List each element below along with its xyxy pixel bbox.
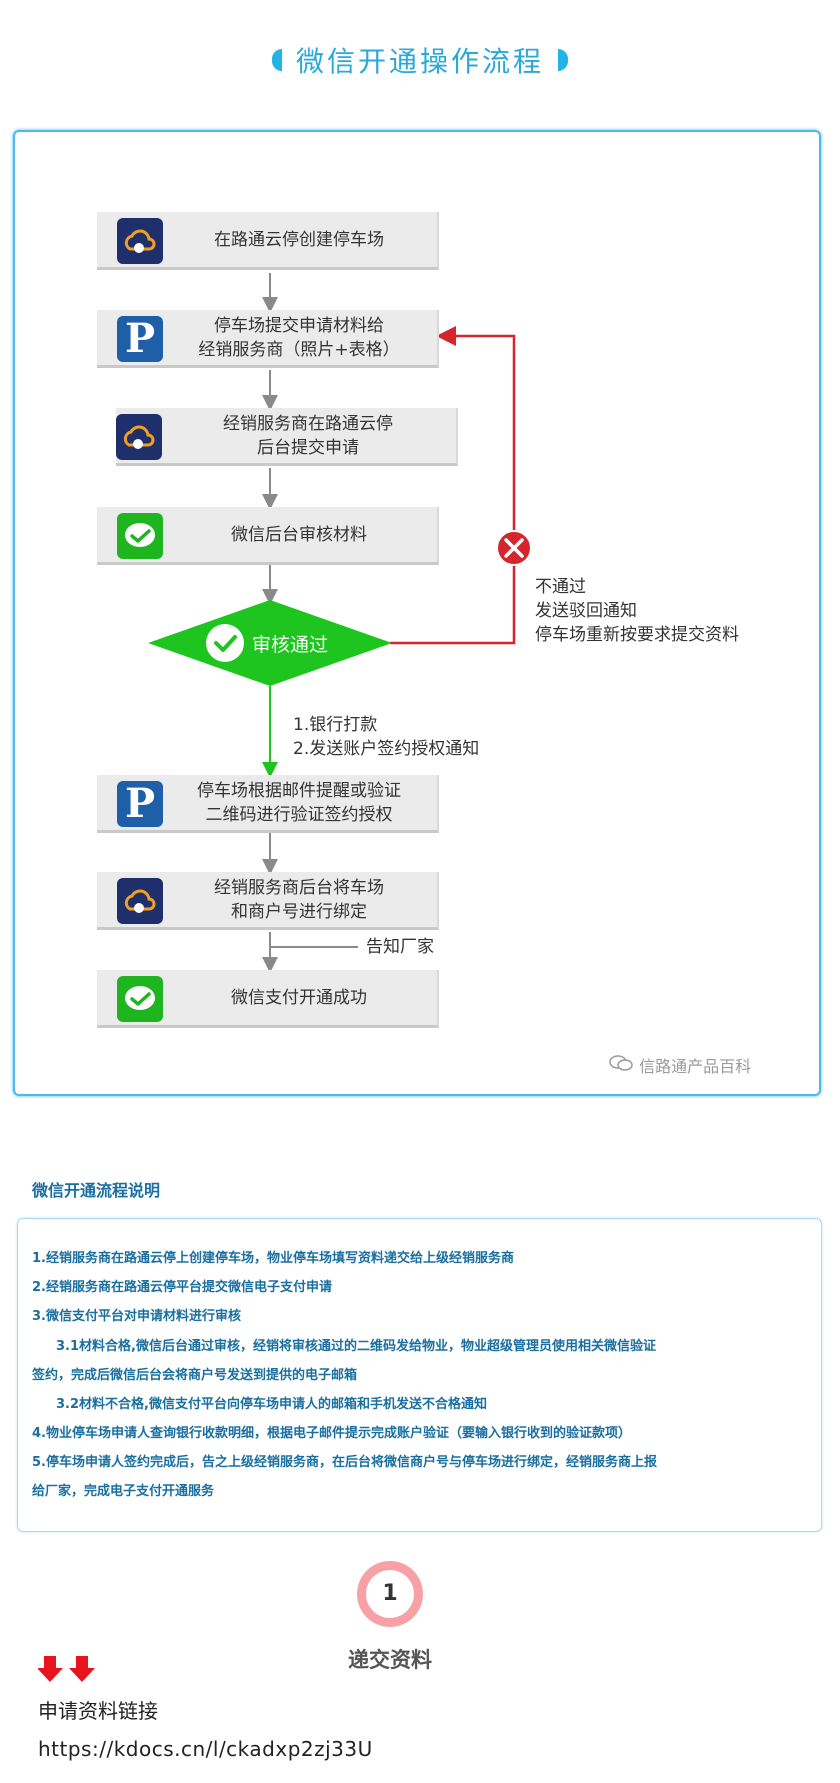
flow-step-label: 停车场提交申请材料给 经销服务商（照片+表格） <box>198 315 400 360</box>
description-line: 签约，完成后微信后台会将商户号发送到提供的电子邮箱 <box>32 1368 358 1383</box>
description-line: 3.2材料不合格,微信支付平台向停车场申请人的邮箱和手机发送不合格通知 <box>56 1397 487 1412</box>
title-right-ornament <box>558 49 568 71</box>
watermark-text: 信路通产品百科 <box>639 1057 752 1076</box>
rejected-note-line: 停车场重新按要求提交资料 <box>535 625 739 645</box>
cloud-stop-logo-icon <box>117 218 163 264</box>
approved-note-line: 2.发送账户签约授权通知 <box>293 739 480 759</box>
description-line: 4.物业停车场申请人查询银行收款明细，根据电子邮件提示完成账户验证（要输入银行收… <box>32 1426 631 1441</box>
wechat-icon <box>117 513 163 559</box>
approved-note: 1.银行打款 2.发送账户签约授权通知 <box>293 713 479 761</box>
title-left-ornament <box>271 49 282 71</box>
watermark: 信路通产品百科 <box>608 1053 751 1077</box>
description-box: 1.经销服务商在路通云停上创建停车场，物业停车场填写资料递交给上级经销服务商 2… <box>17 1218 822 1532</box>
flow-step-6: 经销服务商后台将车场 和商户号进行绑定 <box>97 872 439 930</box>
rejected-note: 不通过 发送驳回通知 停车场重新按要求提交资料 <box>535 575 739 647</box>
reject-x-icon <box>496 530 532 566</box>
flow-step-1: 在路通云停创建停车场 <box>97 212 439 270</box>
flow-step-label: 经销服务商在路通云停 后台提交申请 <box>223 413 393 458</box>
decision-label: 审核通过 <box>252 634 329 656</box>
flowchart-frame <box>13 130 821 1096</box>
description-line: 3.微信支付平台对申请材料进行审核 <box>32 1309 241 1324</box>
flow-step-4: 微信后台审核材料 <box>97 507 439 565</box>
rejected-note-line: 发送驳回通知 <box>535 601 637 621</box>
flow-step-7: 微信支付开通成功 <box>97 970 439 1028</box>
rejected-note-line: 不通过 <box>535 577 586 597</box>
flow-connectors <box>262 273 532 973</box>
parking-p-icon: P <box>117 781 163 827</box>
description-line: 2.经销服务商在路通云停平台提交微信电子支付申请 <box>32 1280 332 1295</box>
step-caption: 递交资料 <box>348 1648 432 1672</box>
step-number: 1 <box>366 1570 414 1618</box>
flow-step-label: 微信支付开通成功 <box>231 987 367 1008</box>
page-title-text: 微信开通操作流程 <box>295 45 544 78</box>
application-link-label: 申请资料链接 <box>38 1699 158 1723</box>
step-number-badge: 1 <box>357 1561 423 1627</box>
wechat-outline-icon <box>608 1054 634 1076</box>
description-line: 1.经销服务商在路通云停上创建停车场，物业停车场填写资料递交给上级经销服务商 <box>32 1251 514 1266</box>
flow-step-label: 停车场根据邮件提醒或验证 二维码进行验证签约授权 <box>197 780 401 825</box>
flow-step-2: P 停车场提交申请材料给 经销服务商（照片+表格） <box>97 310 439 368</box>
description-heading: 微信开通流程说明 <box>32 1181 161 1200</box>
wechat-icon <box>117 976 163 1022</box>
flow-step-label: 经销服务商后台将车场 和商户号进行绑定 <box>214 877 384 922</box>
decision-diamond: 审核通过 <box>148 600 392 686</box>
red-down-arrows-icon <box>38 1656 95 1682</box>
flow-step-3: 经销服务商在路通云停 后台提交申请 <box>116 408 458 466</box>
cloud-stop-logo-icon <box>117 878 163 924</box>
description-line: 5.停车场申请人签约完成后，告之上级经销服务商，在后台将微信商户号与停车场进行绑… <box>32 1455 657 1470</box>
flow-step-label: 微信后台审核材料 <box>231 524 367 545</box>
notify-vendor-label: 告知厂家 <box>366 937 434 957</box>
flow-step-5: P 停车场根据邮件提醒或验证 二维码进行验证签约授权 <box>97 775 439 833</box>
application-link-url[interactable]: https://kdocs.cn/l/ckadxp2zj33U <box>38 1737 373 1761</box>
rejection-loop <box>390 326 516 645</box>
description-line: 给厂家，完成电子支付开通服务 <box>32 1484 215 1499</box>
parking-p-icon: P <box>117 316 163 362</box>
cloud-stop-logo-icon <box>116 414 162 460</box>
flow-step-label: 在路通云停创建停车场 <box>214 229 384 250</box>
approved-note-line: 1.银行打款 <box>293 715 378 735</box>
page-title: 微信开通操作流程 <box>0 40 840 80</box>
description-line: 3.1材料合格,微信后台通过审核，经销将审核通过的二维码发给物业，物业超级管理员… <box>56 1339 656 1354</box>
check-icon <box>206 624 244 662</box>
